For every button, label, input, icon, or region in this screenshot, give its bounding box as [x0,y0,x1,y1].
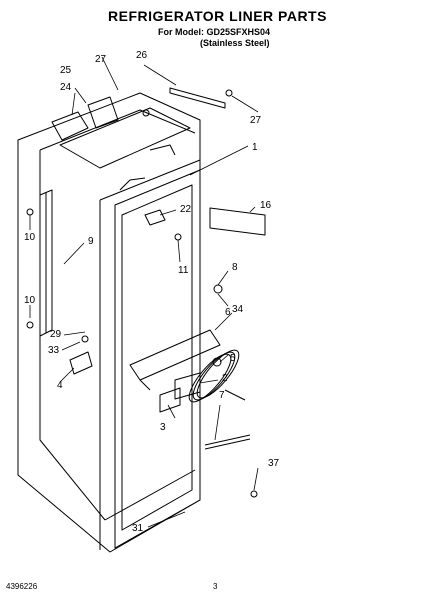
callout-24: 24 [60,82,72,93]
callout-labels: 1 2 3 4 5 6 7 8 9 10 10 11 16 22 24 25 2… [24,50,280,534]
callout-34: 34 [232,304,244,315]
callout-31: 31 [132,523,144,534]
callout-29: 29 [50,329,62,340]
callout-16: 16 [260,200,272,211]
callout-11: 11 [178,265,189,276]
callout-22: 22 [180,204,192,215]
callout-10-bottom: 10 [24,295,36,306]
callout-3: 3 [160,422,166,433]
callout-25: 25 [60,65,72,76]
light-channel [39,189,53,337]
doc-number: 4396226 [6,582,38,591]
liner-front-edge [99,159,201,201]
callout-27-top: 27 [95,54,107,65]
callout-8: 8 [232,262,238,273]
callout-27-right: 27 [250,115,262,126]
callout-37: 37 [268,458,280,469]
liner-inner-face [121,184,193,531]
page-title: REFRIGERATOR LINER PARTS [108,8,327,24]
model-line: For Model: GD25SFXHS04 [158,27,271,37]
liner-inner-floor [104,469,196,521]
callout-4: 4 [57,380,63,391]
callout-9: 9 [88,236,94,247]
callout-7: 7 [219,390,225,401]
finish-line: (Stainless Steel) [200,38,270,48]
callout-6: 6 [225,307,231,318]
liner-outline [17,92,201,553]
callout-33: 33 [48,345,60,356]
liner-face [114,169,201,549]
callout-10-top: 10 [24,232,36,243]
callout-26: 26 [136,50,148,61]
liner-top-back [39,109,196,151]
callout-5: 5 [230,353,236,364]
trim-strip [129,329,221,381]
callout-1: 1 [252,142,258,153]
page-number: 3 [213,582,218,591]
callout-2: 2 [222,373,228,384]
